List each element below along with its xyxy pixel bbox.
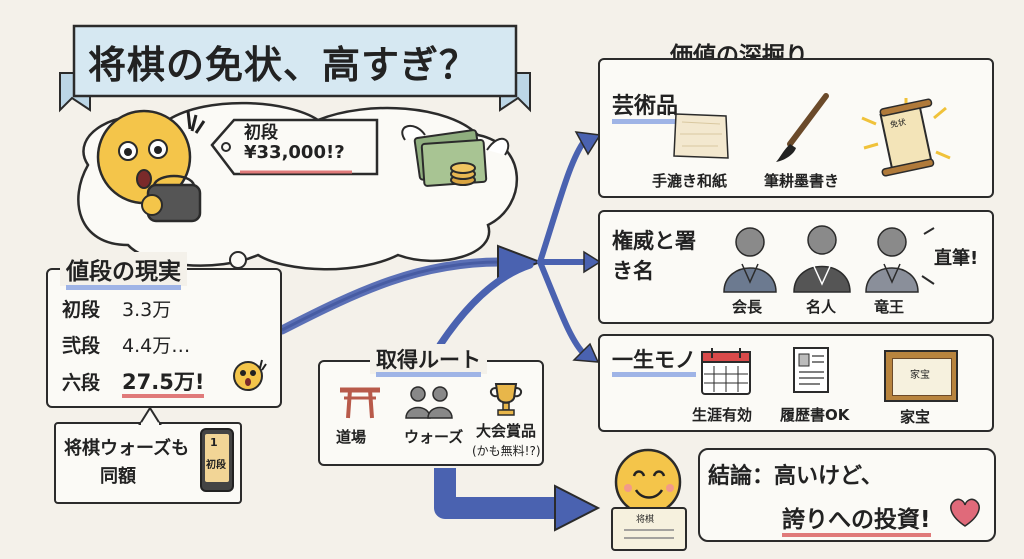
price-tag-icon xyxy=(210,118,379,176)
banner-ribbon xyxy=(59,24,531,113)
authority-box xyxy=(598,210,994,324)
authority-person-ryuo: 竜王 xyxy=(874,298,905,316)
framed-certificate-icon: 家宝 xyxy=(884,350,958,402)
wars-note-line1: 将棋ウォーズも xyxy=(64,438,190,459)
route-item-wars: ウォーズ xyxy=(404,428,464,446)
shocked-face-icon xyxy=(96,109,206,223)
trophy-icon xyxy=(490,383,522,416)
route-item-dojo: 道場 xyxy=(336,428,367,446)
art-box xyxy=(598,58,994,198)
art-item-brush: 筆耕墨書き xyxy=(764,172,840,190)
frame-text: 家宝 xyxy=(910,370,930,381)
two-people-icon xyxy=(405,386,453,419)
route-item-tournament-sub: (かも無料!?) xyxy=(472,444,541,458)
happy-face-with-certificate-icon xyxy=(611,448,687,551)
calendar-icon xyxy=(701,348,751,395)
note-pointer xyxy=(138,406,162,426)
route-item-tournament: 大会賞品 xyxy=(476,422,537,440)
price-box-title: 値段の現実 xyxy=(60,252,187,290)
phone-badge-text: 初段 xyxy=(206,460,226,471)
phone-badge-num: 1 xyxy=(210,436,218,449)
art-item-washi: 手漉き和紙 xyxy=(652,172,728,190)
lifetime-item-heirloom: 家宝 xyxy=(900,408,931,426)
lifetime-item-valid: 生涯有効 xyxy=(692,406,753,424)
conclusion-line1: 結論：高いけど、 xyxy=(708,458,883,490)
three-officials-icon xyxy=(723,225,919,293)
arrow-route-to-hub xyxy=(436,261,534,349)
flying-money-icon xyxy=(401,125,510,187)
conclusion-line2: 誇りへの投資! xyxy=(782,500,931,537)
conclusion-head: 結論： xyxy=(708,464,775,489)
heart-icon xyxy=(950,498,980,527)
banner-title: 将棋の免状、高すぎ？ xyxy=(88,43,479,87)
lifetime-item-resume: 履歴書OK xyxy=(780,406,850,424)
lifetime-box-title-text: 一生モノ xyxy=(612,348,696,377)
authority-person-chair: 会長 xyxy=(732,298,763,316)
art-box-title-text: 芸術品 xyxy=(612,94,679,124)
route-box-title: 取得ルート xyxy=(370,344,487,377)
conclusion-line2-text: 誇りへの投資! xyxy=(782,507,931,537)
scroll-certificate-icon xyxy=(861,98,951,177)
conclusion-bubble xyxy=(698,448,996,542)
torii-gate-icon xyxy=(340,387,380,419)
arrow-to-art xyxy=(537,137,588,265)
price-box-title-text: 値段の現実 xyxy=(66,259,181,290)
certificate-text: 将棋 xyxy=(636,515,655,525)
authority-person-meijin: 名人 xyxy=(806,298,837,316)
authority-note: 直筆! xyxy=(934,248,979,269)
wars-note-line2: 同額 xyxy=(100,466,136,487)
phone-icon: 1 初段 xyxy=(200,428,234,492)
washi-paper-icon xyxy=(673,113,729,159)
authority-title-line1: 権威と署 xyxy=(612,229,696,253)
resume-document-icon xyxy=(793,347,829,393)
tag-line2: ¥33,000!? xyxy=(244,142,345,163)
route-box-title-text: 取得ルート xyxy=(376,348,481,377)
surprised-emoji-icon xyxy=(233,359,267,391)
note-bracket xyxy=(921,227,935,285)
tag-line1: 初段 xyxy=(244,123,278,143)
conclusion-line1-text: 高いけど、 xyxy=(774,464,883,489)
lifetime-box-title: 一生モノ xyxy=(612,344,696,377)
authority-title-line2: き名 xyxy=(612,259,654,283)
arrow-to-lifetime xyxy=(537,259,588,358)
arrow-route-to-conclusion xyxy=(434,468,560,519)
calligraphy-brush-icon xyxy=(776,93,829,162)
authority-box-title: 権威と署 き名 xyxy=(612,226,696,286)
art-box-title: 芸術品 xyxy=(612,88,679,124)
